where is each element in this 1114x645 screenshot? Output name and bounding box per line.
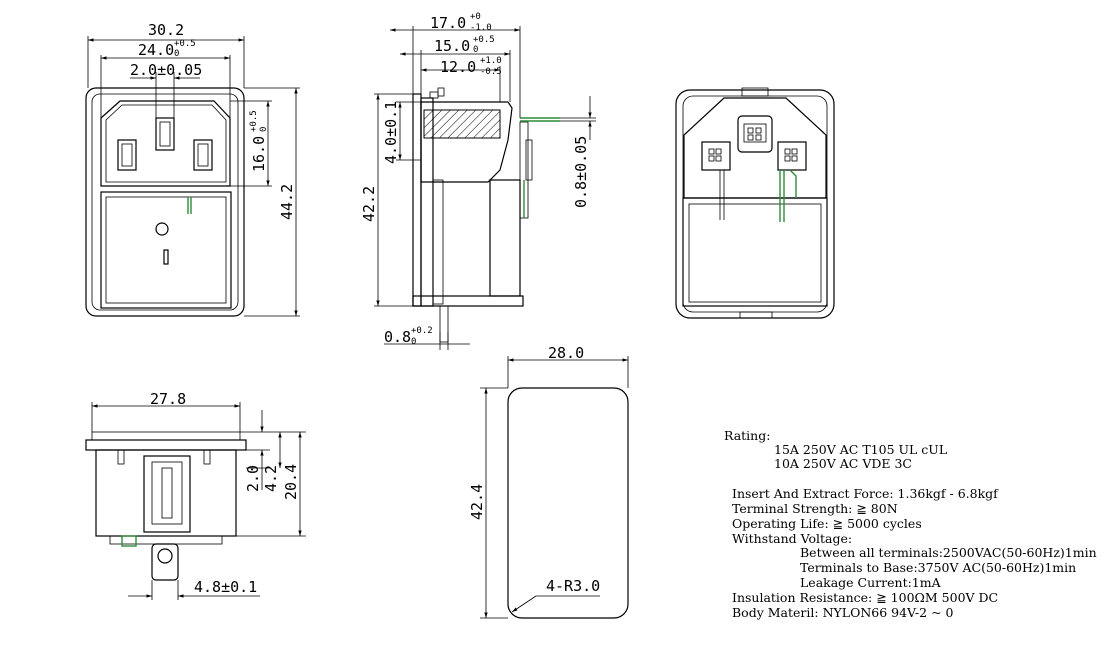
dim-cutout-width: 28.0 <box>548 344 584 362</box>
svg-text:+0.2: +0.2 <box>411 326 433 336</box>
svg-text:0: 0 <box>259 127 269 132</box>
inlet-inner-outline <box>105 104 227 183</box>
spec-operating-life: Operating Life: ≧ 5000 cycles <box>732 516 922 531</box>
spec-wv-2: Terminals to Base:3750V AC(50-60Hz)1min <box>800 560 1076 575</box>
dim-clip: 0.8 <box>384 328 411 346</box>
dim-inlet-height: 16.0 <box>250 136 268 172</box>
dim-depth-a: 17.0 <box>430 14 466 32</box>
spec-rating-label: Rating: <box>724 428 770 443</box>
spec-wv-1: Between all terminals:2500VAC(50-60Hz)1m… <box>800 545 1097 560</box>
svg-text:-1.0: -1.0 <box>470 23 492 33</box>
panel-cutout: 28.0 42.4 4-R3.0 <box>468 344 629 619</box>
dim-flange: 4.0±0.1 <box>382 101 400 164</box>
side-view: 17.0 +0 -1.0 15.0 +0.5 0 12.0 +1.0 -0.5 … <box>360 12 596 350</box>
front-inner-frame <box>91 93 239 311</box>
side-inlet-body <box>420 101 513 183</box>
switch-marker-circle <box>155 222 169 236</box>
svg-text:0: 0 <box>174 49 179 59</box>
flange-front <box>412 93 422 307</box>
dim-depth-c: 12.0 <box>440 58 476 76</box>
dim-inlet-width: 24.0 <box>138 41 174 59</box>
rear-switch-body <box>682 197 828 307</box>
neutral-pin-slot <box>193 139 213 171</box>
spec-terminal-strength: Terminal Strength: ≧ 80N <box>732 501 898 516</box>
dim-body-height: 42.2 <box>360 186 378 222</box>
rear-neutral-terminal <box>777 141 807 171</box>
dim-bottom-a: 2.0 <box>244 465 262 492</box>
rear-view <box>675 87 835 319</box>
spec-rating-2: 10A 250V AC VDE 3C <box>774 456 912 471</box>
dim-pin-width: 2.0±0.05 <box>130 61 202 79</box>
spec-force: Insert And Extract Force: 1.36kgf - 6.8k… <box>732 486 999 501</box>
cutout-outline <box>507 387 629 619</box>
switch-body <box>100 191 232 309</box>
bottom-view: 27.8 2.0 4.2 20.4 4.8±0.1 <box>85 390 306 600</box>
svg-text:-0.5: -0.5 <box>480 67 502 77</box>
rear-live-terminal <box>701 141 731 171</box>
side-hatched-section <box>423 109 501 139</box>
dim-bottom-b: 4.2 <box>262 465 280 492</box>
svg-text:+1.0: +1.0 <box>480 56 502 66</box>
dim-height-overall: 44.2 <box>278 184 296 220</box>
bottom-body <box>95 449 237 537</box>
inlet-outline <box>100 100 231 187</box>
spec-withstand: Withstand Voltage: <box>732 531 852 546</box>
spec-wv-3: Leakage Current:1mA <box>800 575 942 590</box>
dim-terminal-thickness: 0.8±0.05 <box>572 136 590 208</box>
svg-text:+0.5: +0.5 <box>473 35 495 45</box>
earth-pin-slot <box>155 117 175 151</box>
live-pin-slot <box>117 139 137 171</box>
dim-cutout-radius: 4-R3.0 <box>546 577 600 595</box>
front-outer-frame <box>85 87 245 317</box>
front-view: 30.2 24.0 +0.5 0 2.0±0.05 16.0 +0.5 0 44… <box>85 21 300 317</box>
svg-text:0: 0 <box>411 337 416 347</box>
dim-width-overall: 30.2 <box>148 21 184 39</box>
dim-cutout-height: 42.4 <box>468 484 486 520</box>
switch-marker-line <box>163 249 169 265</box>
side-switch-body <box>489 179 521 297</box>
spec-rating-1: 15A 250V AC T105 UL cUL <box>774 442 947 457</box>
spec-body: Body Materil: NYLON66 94V-2 ~ 0 <box>732 605 954 620</box>
dim-bottom-c: 20.4 <box>282 464 300 500</box>
spec-insulation: Insulation Resistance: ≧ 100ΩM 500V DC <box>732 590 998 605</box>
specifications: Rating: 15A 250V AC T105 UL cUL 10A 250V… <box>724 428 1097 620</box>
svg-text:+0: +0 <box>470 12 481 22</box>
svg-text:+0.5: +0.5 <box>249 110 259 132</box>
dim-bottom-tab: 4.8±0.1 <box>194 578 257 596</box>
rear-earth-terminal <box>737 115 773 153</box>
bottom-tab <box>151 543 179 581</box>
svg-text:0: 0 <box>473 45 478 55</box>
dim-bottom-width: 27.8 <box>150 390 186 408</box>
dim-depth-b: 15.0 <box>434 37 470 55</box>
svg-text:+0.5: +0.5 <box>174 39 196 49</box>
